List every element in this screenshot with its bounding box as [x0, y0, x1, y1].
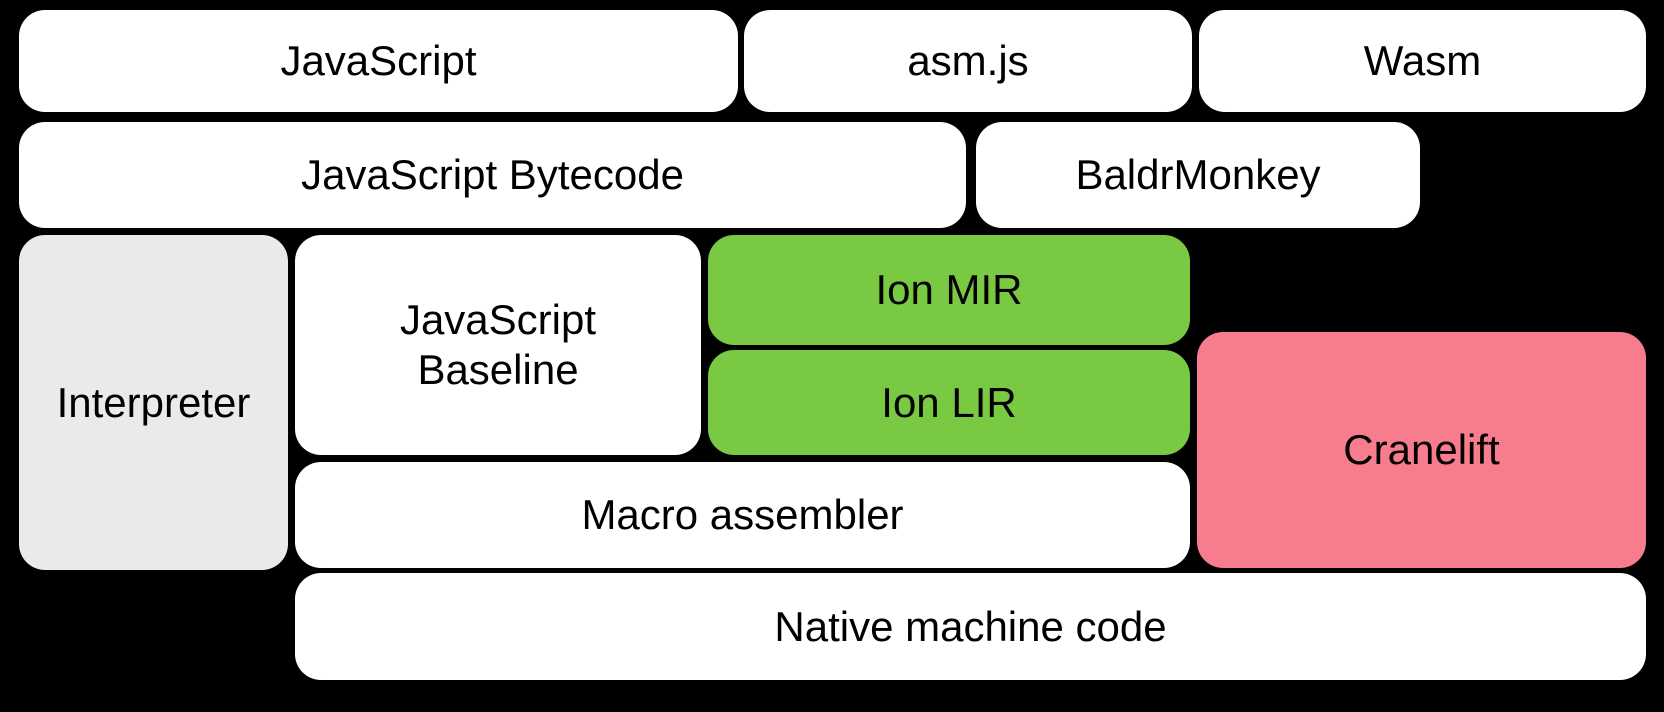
node-javascript: JavaScript	[19, 10, 738, 112]
node-cranelift: Cranelift	[1197, 332, 1646, 568]
node-asm-js: asm.js	[744, 10, 1192, 112]
node-macro-assembler: Macro assembler	[295, 462, 1190, 568]
node-javascript-baseline: JavaScript Baseline	[295, 235, 701, 455]
node-baldrmonkey: BaldrMonkey	[976, 122, 1420, 228]
node-javascript-bytecode: JavaScript Bytecode	[19, 122, 966, 228]
node-interpreter: Interpreter	[19, 235, 288, 570]
node-wasm: Wasm	[1199, 10, 1646, 112]
node-ion-mir: Ion MIR	[708, 235, 1190, 345]
node-ion-lir: Ion LIR	[708, 350, 1190, 455]
node-native-machine-code: Native machine code	[295, 573, 1646, 680]
